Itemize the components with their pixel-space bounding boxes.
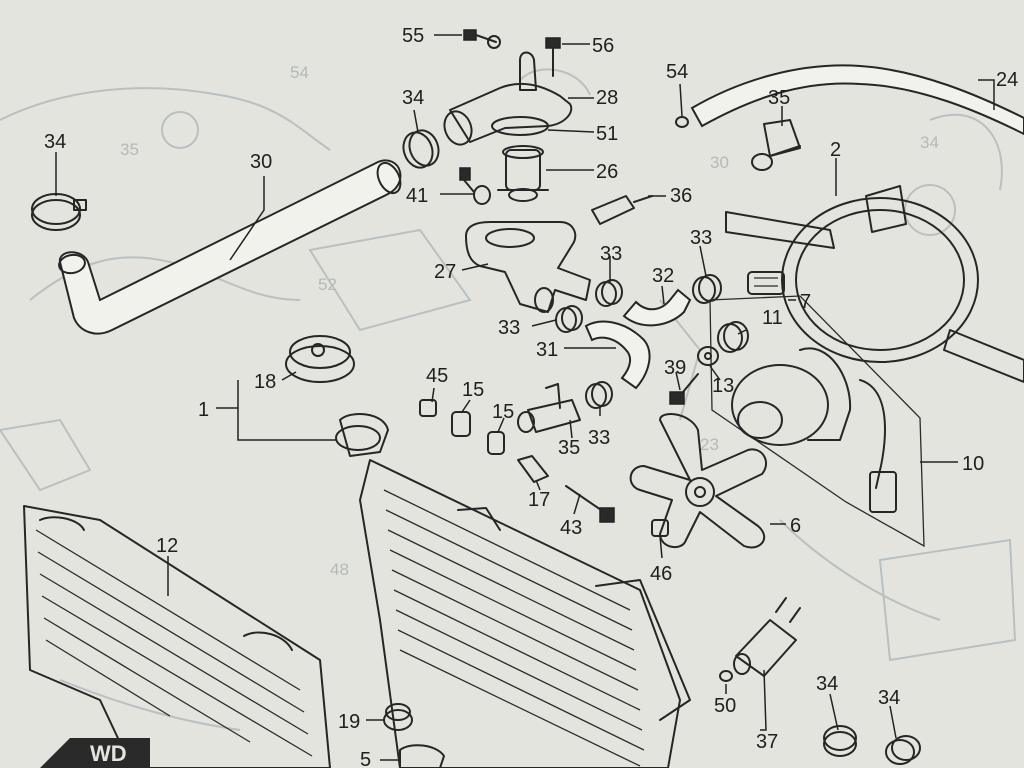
- clamp-33-d: [585, 381, 613, 409]
- part-label-19: 19: [338, 711, 360, 733]
- part-label-35-lower: 35: [558, 437, 580, 459]
- thermostat-cover-28: [443, 51, 573, 146]
- corner-text: WD: [90, 741, 127, 766]
- svg-text:30: 30: [710, 153, 729, 172]
- part-label-55: 55: [402, 25, 424, 47]
- sensor-41: [459, 167, 491, 205]
- part-label-34-left: 34: [44, 131, 66, 153]
- clip-54: [675, 116, 689, 128]
- bolt-43: [565, 485, 615, 523]
- part-label-24: 24: [996, 69, 1018, 91]
- nut-45: [419, 399, 437, 417]
- part-label-30: 30: [250, 151, 272, 173]
- fan-motor-assembly-10: [709, 295, 925, 548]
- bushing-15b: [487, 431, 505, 455]
- grommet-7: [747, 271, 785, 295]
- clamp-33-b: [692, 274, 722, 304]
- bushing-15a: [451, 411, 471, 437]
- part-label-34-bottom-2: 34: [878, 687, 900, 709]
- cooling-fan-6: [629, 413, 767, 549]
- part-label-17: 17: [528, 489, 550, 511]
- part-label-45: 45: [426, 365, 448, 387]
- part-label-15-b: 15: [492, 401, 514, 423]
- part-label-7: 7: [800, 291, 811, 313]
- part-label-28: 28: [596, 87, 618, 109]
- clamp-33-c: [555, 305, 583, 333]
- bolt-55: [463, 29, 501, 49]
- grommet-19: [383, 703, 413, 731]
- fitting-35-upper: [751, 119, 801, 171]
- corner-tab: WD: [40, 738, 150, 768]
- part-label-34-top: 34: [402, 87, 424, 109]
- svg-text:35: 35: [120, 140, 139, 159]
- hose-31: [584, 320, 651, 390]
- bracket-5: [399, 744, 445, 768]
- part-label-56: 56: [592, 35, 614, 57]
- bolt-56: [545, 37, 561, 77]
- part-label-18: 18: [254, 371, 276, 393]
- part-label-5: 5: [360, 749, 371, 768]
- part-label-51: 51: [596, 123, 618, 145]
- fitting-35-lower: [517, 383, 581, 433]
- part-label-32: 32: [652, 265, 674, 287]
- water-pipe-27: [465, 221, 591, 313]
- o-ring-51: [491, 116, 549, 136]
- part-label-36: 36: [670, 185, 692, 207]
- thermostat-26: [497, 145, 549, 202]
- clamp-34-bottom-2: [885, 735, 921, 765]
- part-label-6: 6: [790, 515, 801, 537]
- part-label-33-b: 33: [690, 227, 712, 249]
- part-label-33-c: 33: [498, 317, 520, 339]
- hose-30: [58, 159, 402, 335]
- fan-switch-37: [733, 597, 801, 677]
- part-label-1: 1: [198, 399, 209, 421]
- part-label-39: 39: [664, 357, 686, 379]
- part-label-10: 10: [962, 453, 984, 475]
- part-label-12: 12: [156, 535, 178, 557]
- part-label-26: 26: [596, 161, 618, 183]
- svg-text:52: 52: [318, 275, 337, 294]
- clamp-34-top: [402, 129, 440, 169]
- part-label-2: 2: [830, 139, 841, 161]
- part-label-50: 50: [714, 695, 736, 717]
- part-label-31: 31: [536, 339, 558, 361]
- part-label-11: 11: [762, 307, 783, 329]
- part-number-labels: 55 56 54 24 35 34 28 34 30 51 2 26 41 36…: [44, 25, 1018, 768]
- radiator-cap-18: [285, 335, 355, 383]
- radiator-1: [335, 413, 691, 768]
- fan-shroud-2: [725, 185, 1024, 383]
- hose-32: [622, 288, 692, 327]
- part-label-46: 46: [650, 563, 672, 585]
- svg-text:54: 54: [290, 63, 309, 82]
- background-ghost-drawing: 54 52 48 30 34 23 35: [0, 63, 1017, 731]
- leader-lines: [55, 34, 995, 761]
- collar-11: [717, 321, 749, 353]
- part-label-15-a: 15: [462, 379, 484, 401]
- svg-text:23: 23: [700, 435, 719, 454]
- bolt-39: [669, 373, 699, 405]
- part-label-33-d: 33: [588, 427, 610, 449]
- clamp-33-a: [595, 279, 623, 307]
- svg-text:48: 48: [330, 560, 349, 579]
- part-label-37: 37: [756, 731, 778, 753]
- collar-17: [517, 455, 549, 483]
- part-label-41: 41: [406, 185, 428, 207]
- part-label-54: 54: [666, 61, 688, 83]
- switch-36: [591, 195, 653, 225]
- clamp-34-bottom-1: [823, 725, 857, 757]
- svg-text:34: 34: [920, 133, 939, 152]
- overflow-tube-24: [690, 64, 1024, 136]
- hose-clamp-34-left: [31, 193, 87, 231]
- radiator-grille-12: [23, 505, 331, 768]
- part-label-34-bottom-1: 34: [816, 673, 838, 695]
- part-label-13: 13: [712, 375, 734, 397]
- washer-13: [697, 346, 719, 366]
- part-label-35-upper: 35: [768, 87, 790, 109]
- washer-50: [719, 670, 733, 682]
- part-label-33-a: 33: [600, 243, 622, 265]
- part-label-27: 27: [434, 261, 456, 283]
- part-label-43: 43: [560, 517, 582, 539]
